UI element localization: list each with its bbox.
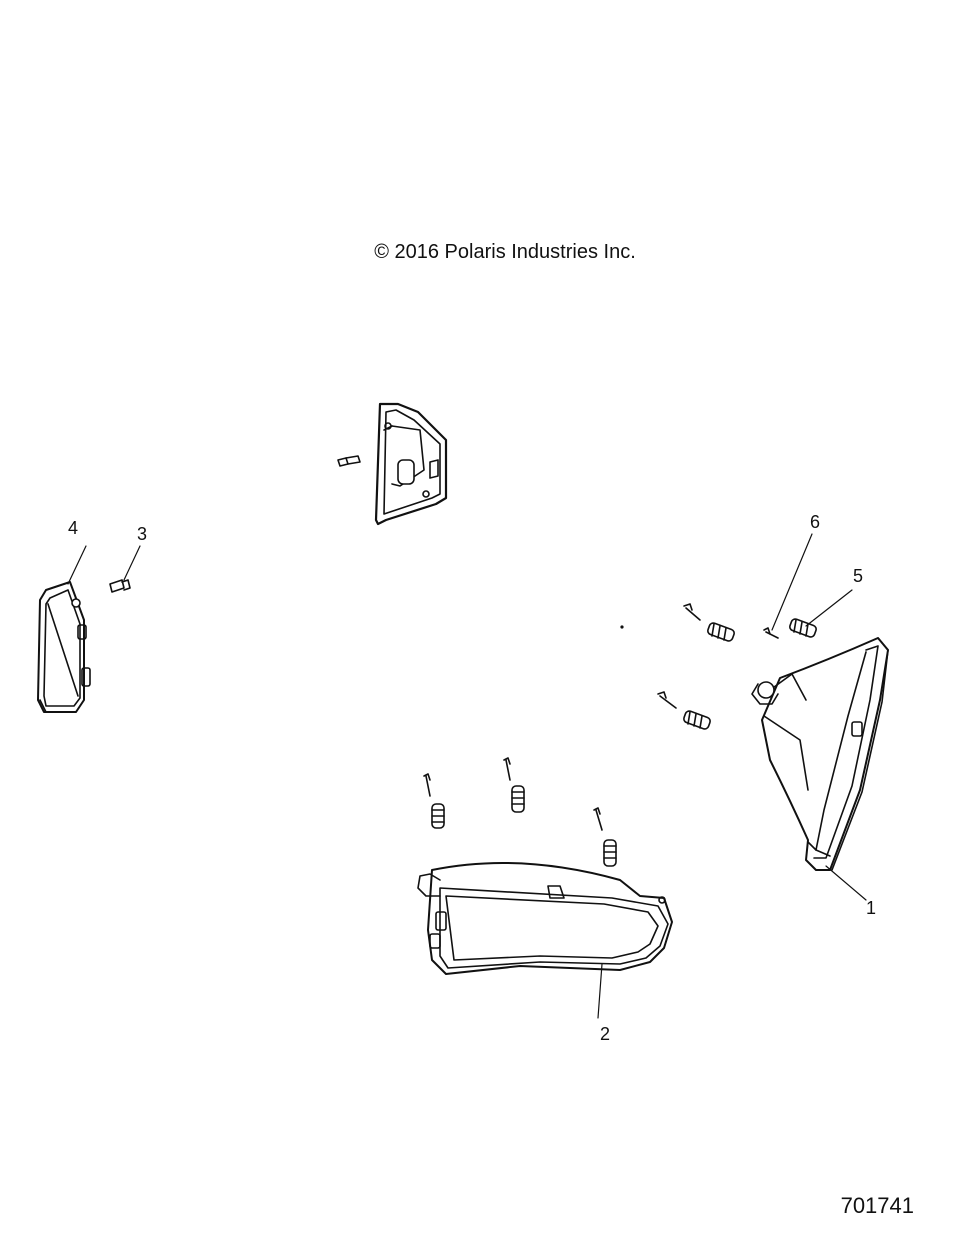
rear-light-housing — [374, 402, 448, 526]
callout-6: 6 — [810, 512, 821, 532]
callout-3: 3 — [137, 524, 148, 544]
side-marker-light — [37, 581, 91, 713]
copyright-notice: © 2016 Polaris Industries Inc. — [374, 241, 636, 263]
callout-1: 1 — [866, 898, 877, 918]
headlight-lower — [417, 862, 673, 975]
screw-3 — [109, 579, 131, 593]
leader-lines — [67, 533, 867, 1019]
callout-5: 5 — [853, 566, 864, 586]
housing-screw — [337, 455, 361, 467]
document-number: 701741 — [840, 1193, 914, 1218]
headlight-right — [751, 637, 889, 871]
callout-2: 2 — [600, 1024, 611, 1044]
callout-4: 4 — [68, 518, 79, 538]
adjuster-springs-and-pins — [423, 603, 817, 867]
